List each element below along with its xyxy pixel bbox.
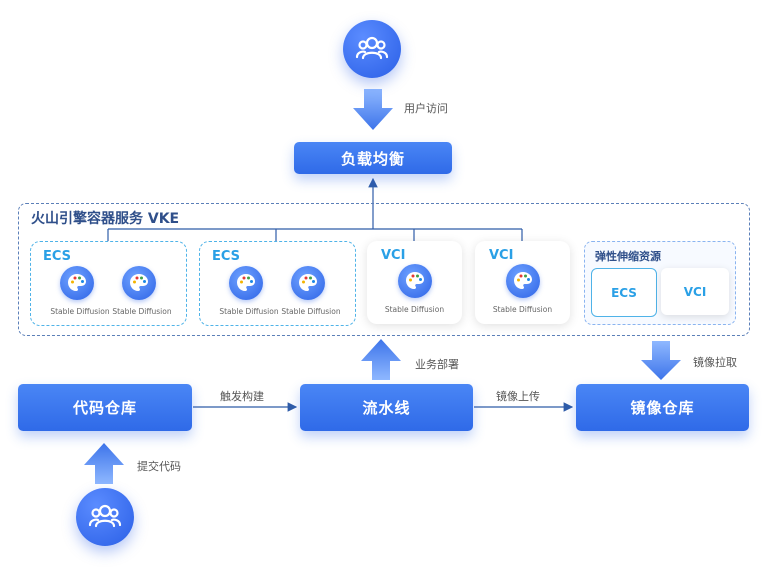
image-repo-label: 镜像仓库 bbox=[630, 399, 695, 417]
stable-diffusion-icon bbox=[229, 266, 263, 300]
users-icon bbox=[355, 36, 389, 60]
deploy-arrow bbox=[361, 339, 401, 380]
elastic-vci-label: VCI bbox=[683, 284, 707, 299]
image-upload-label: 镜像上传 bbox=[496, 390, 540, 403]
elastic-vci-box[interactable]: VCI bbox=[661, 268, 729, 315]
app-label: Stable Diffusion bbox=[50, 307, 110, 316]
node-type-label: VCI bbox=[381, 248, 406, 263]
load-balancer-node[interactable]: 负载均衡 bbox=[294, 142, 452, 174]
node-type-label: ECS bbox=[43, 249, 72, 264]
node-type-label: ECS bbox=[212, 249, 241, 264]
users-icon bbox=[88, 504, 122, 528]
user-visit-arrow bbox=[353, 89, 393, 130]
node-type-label: VCI bbox=[489, 248, 514, 263]
elastic-ecs-label: ECS bbox=[611, 285, 637, 300]
ecs-node-2[interactable]: ECS Stable Diffusion Stable Diffusion bbox=[199, 241, 356, 326]
user-visit-label: 用户访问 bbox=[404, 102, 448, 115]
app-label: Stable Diffusion bbox=[384, 305, 445, 314]
elastic-ecs-box[interactable]: ECS bbox=[591, 268, 657, 317]
submit-code-arrow bbox=[84, 443, 124, 484]
image-repo-node[interactable]: 镜像仓库 bbox=[576, 384, 749, 431]
app-label: Stable Diffusion bbox=[112, 307, 172, 316]
stable-diffusion-icon bbox=[506, 264, 540, 298]
ecs-node-1[interactable]: ECS Stable Diffusion Stable Diffusion bbox=[30, 241, 187, 326]
image-pull-arrow bbox=[641, 341, 681, 380]
stable-diffusion-icon bbox=[398, 264, 432, 298]
stable-diffusion-icon bbox=[122, 266, 156, 300]
app-label: Stable Diffusion bbox=[492, 305, 553, 314]
vke-title: 火山引擎容器服务 VKE bbox=[31, 211, 180, 227]
elastic-resources-frame: 弹性伸缩资源 ECS VCI bbox=[584, 241, 736, 325]
app-label: Stable Diffusion bbox=[219, 307, 279, 316]
code-repo-label: 代码仓库 bbox=[72, 399, 137, 417]
vci-node-2[interactable]: VCI Stable Diffusion bbox=[475, 241, 570, 324]
load-balancer-label: 负载均衡 bbox=[340, 149, 405, 168]
code-repo-node[interactable]: 代码仓库 bbox=[18, 384, 192, 431]
deploy-label: 业务部署 bbox=[415, 358, 459, 371]
submit-code-label: 提交代码 bbox=[137, 460, 181, 473]
app-label: Stable Diffusion bbox=[281, 307, 341, 316]
pipeline-label: 流水线 bbox=[362, 399, 411, 417]
bottom-user-avatar bbox=[76, 488, 134, 546]
pipeline-node[interactable]: 流水线 bbox=[300, 384, 473, 431]
stable-diffusion-icon bbox=[291, 266, 325, 300]
trigger-build-label: 触发构建 bbox=[220, 390, 264, 403]
vci-node-1[interactable]: VCI Stable Diffusion bbox=[367, 241, 462, 324]
vke-cluster-frame bbox=[18, 203, 750, 336]
top-user-avatar bbox=[343, 20, 401, 78]
elastic-resources-title: 弹性伸缩资源 bbox=[595, 250, 661, 263]
stable-diffusion-icon bbox=[60, 266, 94, 300]
image-pull-label: 镜像拉取 bbox=[693, 356, 737, 369]
